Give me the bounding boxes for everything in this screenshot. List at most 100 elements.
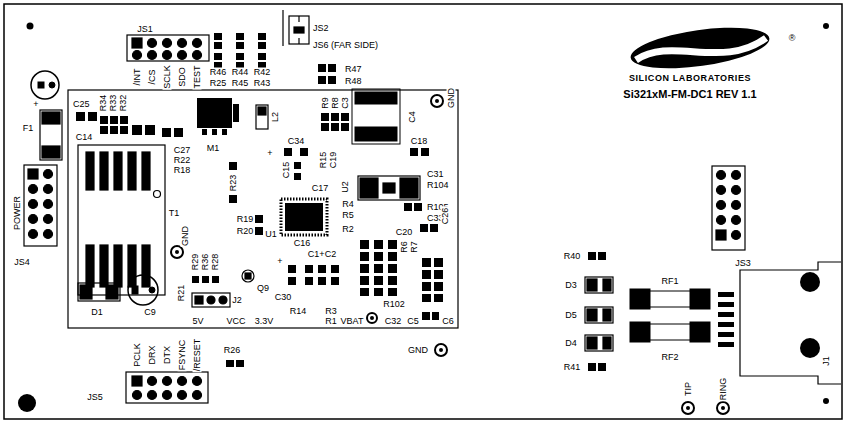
electrolytic-capacitor <box>128 275 158 305</box>
rf-choke <box>650 324 690 325</box>
diode-symbol <box>587 337 597 349</box>
smd-pad <box>192 276 199 283</box>
smd-pad <box>100 126 108 134</box>
component-label: R47 <box>344 65 363 74</box>
smd-pad <box>255 215 263 223</box>
smd-pad <box>331 123 339 131</box>
resistor-pad <box>258 53 266 60</box>
diode-symbol <box>585 277 613 293</box>
ic-u1 <box>285 203 323 231</box>
component-label: R22 <box>173 156 192 165</box>
component-label: R44 <box>231 68 250 77</box>
fuse-symbol <box>40 110 62 160</box>
component-label: R2 <box>341 225 355 234</box>
component-label: R19 <box>236 215 255 224</box>
header-js1 <box>193 39 202 48</box>
smd-pad <box>229 195 237 203</box>
pin-label: DTX <box>163 345 172 365</box>
ic-u1 <box>281 199 327 235</box>
jumper-js2 <box>298 38 299 44</box>
transformer-t1 <box>128 152 136 190</box>
smd-pad <box>404 203 412 211</box>
diode-symbol <box>603 337 611 349</box>
component-label: JS6 (FAR SIDE) <box>312 41 379 50</box>
component-label: Q9 <box>256 284 270 293</box>
board-title: SILICON LABORATORIES <box>628 74 752 83</box>
component-label: R43 <box>253 79 272 88</box>
electrolytic-capacitor <box>149 287 155 293</box>
component-label: T1 <box>168 209 181 218</box>
test-point-center <box>175 99 725 410</box>
pin-label: R9 <box>321 96 330 110</box>
pin-label: SDO <box>178 66 187 88</box>
component-label: C20 <box>395 228 414 237</box>
pin-label: R32 <box>119 94 128 113</box>
diode-symbol <box>106 285 118 299</box>
test-point <box>682 402 694 414</box>
component-label: D3 <box>564 281 578 290</box>
header-js3 <box>732 216 741 225</box>
component-label: D4 <box>564 339 578 348</box>
smd-pad-grid <box>432 312 439 320</box>
pin-label: R23 <box>229 174 238 193</box>
component-label: 5V <box>191 317 204 326</box>
header-js5 <box>126 372 208 403</box>
pin-label: GND <box>181 225 190 247</box>
smd-pad-grid <box>430 224 438 232</box>
mounting-hole <box>27 23 34 30</box>
smd-pad <box>318 265 326 273</box>
smd-pad-grid <box>388 288 397 296</box>
company-logo <box>628 20 772 75</box>
smd-pad-grid <box>360 240 369 249</box>
smd-pad-grid <box>374 264 383 273</box>
component-label: C9 <box>143 308 157 317</box>
mosfet-package <box>222 129 227 135</box>
smd-pad <box>414 203 422 211</box>
smd-pad-grid <box>374 252 383 261</box>
smd-pad <box>76 112 85 121</box>
electrolytic-capacitor <box>38 82 44 88</box>
component-label: VCC <box>225 317 246 326</box>
header-js1 <box>193 51 202 60</box>
header-js4 <box>44 185 53 194</box>
smd-pad <box>255 227 263 235</box>
header-j2 <box>192 293 230 307</box>
pin-label: /INT <box>133 68 142 87</box>
mounting-hole <box>823 398 829 404</box>
component-label: D1 <box>90 308 104 317</box>
resistor-pad <box>318 64 336 84</box>
pin-label: R21 <box>177 284 186 303</box>
diode-symbol <box>603 309 611 321</box>
test-point <box>171 246 183 258</box>
header-js5 <box>148 391 157 400</box>
transistor-q9 <box>242 270 254 282</box>
resistor-pad <box>328 76 336 84</box>
header-js4 <box>44 230 53 239</box>
smd-pad <box>294 173 301 180</box>
header-js1 <box>133 51 142 60</box>
test-point <box>367 313 377 323</box>
component-label: R3 <box>324 307 338 316</box>
smd-pad-grid <box>388 252 397 261</box>
test-point <box>431 95 443 107</box>
header-js4 <box>44 200 53 209</box>
resistor-pad <box>214 33 266 68</box>
component-label: R48 <box>344 77 363 86</box>
connector-pins <box>718 292 734 297</box>
smd-pad <box>132 125 142 135</box>
pin-label: GND <box>447 87 456 109</box>
component-label: C6 <box>441 317 455 326</box>
component-label: C16 <box>293 239 312 248</box>
smd-pad <box>300 148 308 156</box>
smd-pad <box>341 113 349 121</box>
diode-symbol <box>587 309 597 321</box>
component-label: + <box>32 100 39 109</box>
header-js1 <box>178 39 187 48</box>
component-label: C31 <box>426 170 445 179</box>
component-label: C18 <box>410 137 429 146</box>
smd-pad-grid <box>388 276 397 285</box>
pin-label: FSYNC <box>178 339 187 372</box>
transformer-t1 <box>100 245 108 287</box>
smd-pad <box>305 277 313 285</box>
smd-pad <box>110 126 118 134</box>
